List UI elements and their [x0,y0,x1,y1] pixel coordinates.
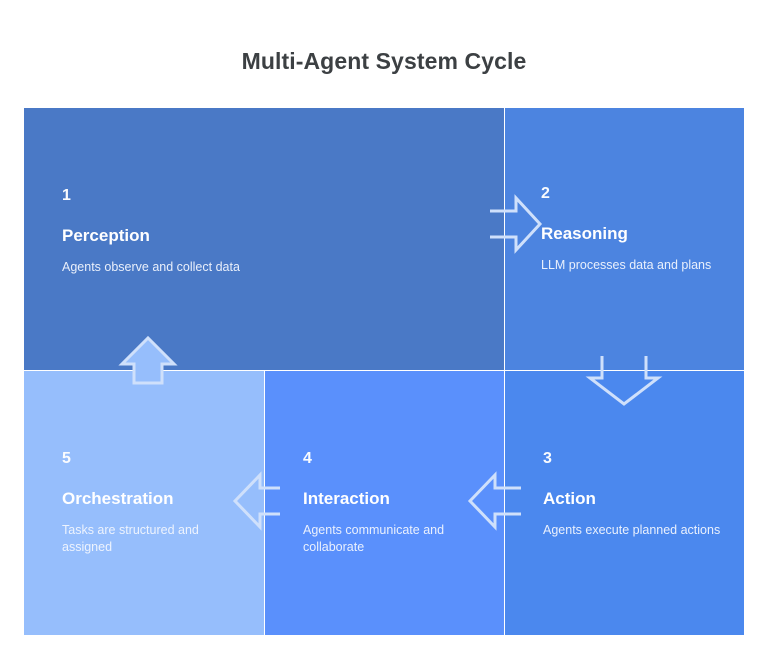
stage-title: Perception [62,226,150,245]
stage-number: 5 [62,450,71,467]
stage-content: 4 Interaction Agents communicate and col… [303,451,488,557]
stage-description: Agents observe and collect data [62,259,240,274]
stage-description: LLM processes data and plans [541,257,712,272]
stage-content: 5 Orchestration Tasks are structured and… [62,451,248,557]
stage-content: 3 Action Agents execute planned actions [543,451,728,539]
stage-panel-interaction[interactable]: 4 Interaction Agents communicate and col… [265,371,504,635]
stage-number: 3 [543,450,552,467]
stage-panel-orchestration[interactable]: 5 Orchestration Tasks are structured and… [24,371,264,635]
stage-description: Agents execute planned actions [543,522,721,537]
stage-content: 2 Reasoning LLM processes data and plans [541,186,728,274]
stage-content: 1 Perception Agents observe and collect … [62,188,488,276]
stage-description: Agents communicate and collaborate [303,522,445,555]
stage-panel-action[interactable]: 3 Action Agents execute planned actions [505,371,744,635]
stage-title: Reasoning [541,224,628,243]
stage-title: Action [543,489,596,508]
stage-number: 4 [303,450,312,467]
cycle-diagram: 1 Perception Agents observe and collect … [24,108,744,635]
stage-panel-perception[interactable]: 1 Perception Agents observe and collect … [24,108,504,370]
stage-number: 2 [541,185,550,202]
page-title: Multi-Agent System Cycle [241,48,527,74]
stage-title: Interaction [303,489,390,508]
stage-description: Tasks are structured and assigned [62,522,199,555]
stage-panel-reasoning[interactable]: 2 Reasoning LLM processes data and plans [505,108,744,370]
stage-number: 1 [62,187,71,204]
stage-title: Orchestration [62,489,174,508]
